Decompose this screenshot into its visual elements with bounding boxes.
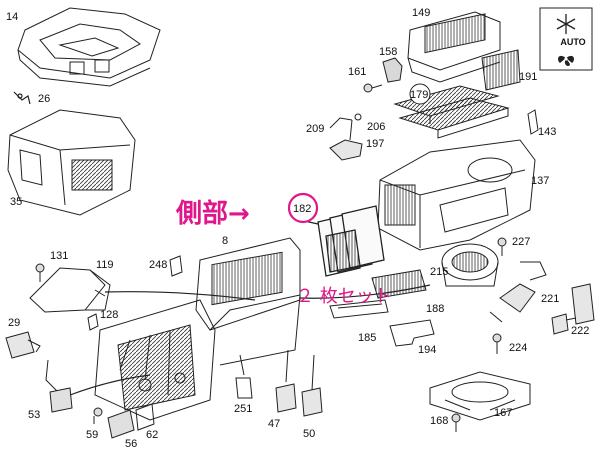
label-149: 149 [412, 7, 430, 19]
label-251: 251 [234, 403, 252, 415]
snowflake-icon [556, 14, 576, 34]
label-26: 26 [38, 93, 50, 105]
resistor-221-drawing [489, 261, 547, 323]
label-47: 47 [268, 418, 280, 430]
heater-box-drawing [7, 109, 136, 216]
sensor-50-drawing [301, 354, 323, 417]
side-annotation: 側部→ [175, 199, 250, 229]
auto-climate-icon [539, 7, 593, 71]
two-piece-set-annotation: ２ 枚セット [296, 286, 392, 307]
label-194: 194 [418, 344, 436, 356]
label-168: 168 [430, 415, 448, 427]
tray-167-drawing [429, 371, 531, 421]
label-221: 221 [541, 293, 559, 305]
label-209: 209 [306, 123, 324, 135]
sensor-251-drawing [235, 354, 253, 399]
sensor-47-drawing [275, 349, 297, 413]
screw-168-drawing [451, 413, 461, 432]
label-131: 131 [50, 250, 68, 262]
label-206: 206 [367, 121, 385, 133]
label-14: 14 [6, 11, 18, 23]
screw-161-drawing [363, 83, 383, 93]
label-53: 53 [28, 409, 40, 421]
bracket-194-drawing [389, 319, 435, 347]
screw-131-drawing [35, 263, 45, 282]
label-158: 158 [379, 46, 397, 58]
clip-26-drawing [13, 91, 31, 105]
filter-191-drawing [481, 49, 521, 91]
actuator-linkage-drawing [329, 113, 363, 161]
screw-224-drawing [492, 333, 502, 354]
duct-119-drawing [29, 267, 111, 313]
label-179-circle [409, 83, 431, 105]
seal-185-drawing [329, 299, 389, 319]
module-56-drawing [107, 403, 155, 439]
label-185: 185 [358, 332, 376, 344]
label-161: 161 [348, 66, 366, 78]
part-labels: 14 26 35 149 158 161 191 179 209 206 197… [6, 7, 589, 450]
screw-227-drawing [497, 237, 507, 256]
label-248: 248 [149, 259, 167, 271]
filter-frame-182-drawing [299, 205, 385, 277]
leader-lines [69, 284, 431, 396]
cabin-filter-drawing [393, 85, 510, 139]
label-62: 62 [146, 429, 158, 441]
blower-housing-137-drawing [377, 139, 536, 251]
label-197: 197 [366, 138, 384, 150]
hvac-module-8-drawing [94, 237, 301, 421]
label-222: 222 [571, 325, 589, 337]
label-191: 191 [519, 71, 537, 83]
connector-222-drawing [551, 283, 595, 335]
label-188: 188 [426, 303, 444, 315]
label-50: 50 [303, 428, 315, 440]
clip-128-drawing [87, 313, 99, 331]
label-143: 143 [538, 126, 556, 138]
housing-cover-drawing [17, 7, 161, 87]
clip-248-drawing [169, 255, 183, 277]
label-59: 59 [86, 429, 98, 441]
label-227: 227 [512, 236, 530, 248]
seal-188-drawing [371, 269, 427, 299]
label-35: 35 [10, 196, 22, 208]
screw-59-drawing [93, 407, 103, 424]
label-8: 8 [222, 235, 228, 247]
label-29: 29 [8, 317, 20, 329]
highlight-circle-182 [287, 192, 319, 224]
label-167: 167 [494, 407, 512, 419]
bracket-158-drawing [382, 57, 403, 83]
label-224: 224 [509, 342, 527, 354]
label-182: 182 [293, 203, 311, 215]
label-215: 215 [430, 266, 448, 278]
label-137: 137 [531, 175, 549, 187]
label-128: 128 [100, 309, 118, 321]
fan-icon [558, 55, 574, 66]
label-119: 119 [96, 259, 114, 271]
label-179: 179 [410, 89, 428, 101]
heater-core-149-drawing [407, 11, 501, 83]
blower-motor-215-drawing [441, 243, 499, 287]
auto-label: AUTO [560, 37, 585, 47]
clip-143-drawing [527, 109, 539, 135]
actuator-29-drawing [5, 331, 41, 359]
actuator-53-drawing [45, 359, 73, 413]
label-56: 56 [125, 438, 137, 450]
